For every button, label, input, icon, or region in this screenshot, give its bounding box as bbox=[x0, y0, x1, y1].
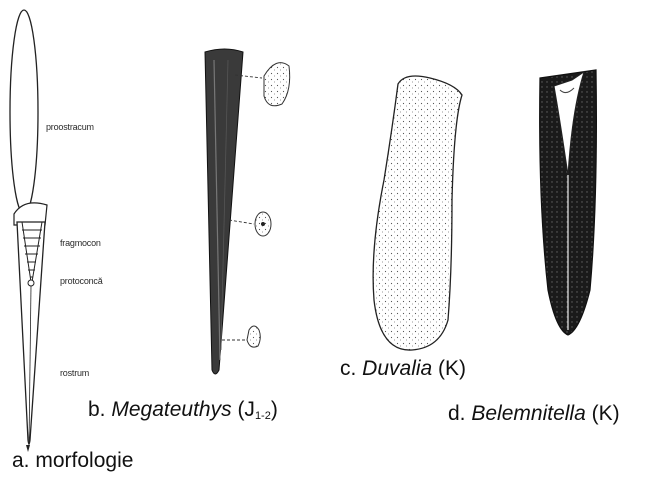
caption-a: a. morfologie bbox=[12, 449, 133, 473]
label-rostrum: rostrum bbox=[60, 368, 89, 378]
morphology-drawing bbox=[10, 10, 47, 452]
label-proostracum: proostracum bbox=[46, 122, 94, 132]
caption-b-genus: Megateuthys bbox=[111, 398, 231, 421]
duvalia-rostrum bbox=[373, 76, 462, 350]
cross-section-1 bbox=[264, 63, 290, 106]
belemnitella-drawing bbox=[540, 70, 597, 335]
caption-b: b. Megateuthys (J1-2) bbox=[88, 398, 278, 422]
megateuthys-drawing bbox=[205, 49, 290, 374]
label-fragmocon: fragmocon bbox=[60, 238, 101, 248]
caption-d: d. Belemnitella (K) bbox=[448, 402, 620, 426]
protoconca-shape bbox=[28, 280, 34, 286]
caption-c-genus: Duvalia bbox=[362, 357, 432, 380]
cross-section-3 bbox=[247, 326, 260, 347]
label-protoconca: protoconcă bbox=[60, 276, 103, 286]
caption-c: c. Duvalia (K) bbox=[340, 357, 466, 381]
duvalia-drawing bbox=[373, 76, 462, 350]
proostracum-shape bbox=[10, 10, 38, 214]
caption-d-genus: Belemnitella bbox=[471, 402, 585, 425]
